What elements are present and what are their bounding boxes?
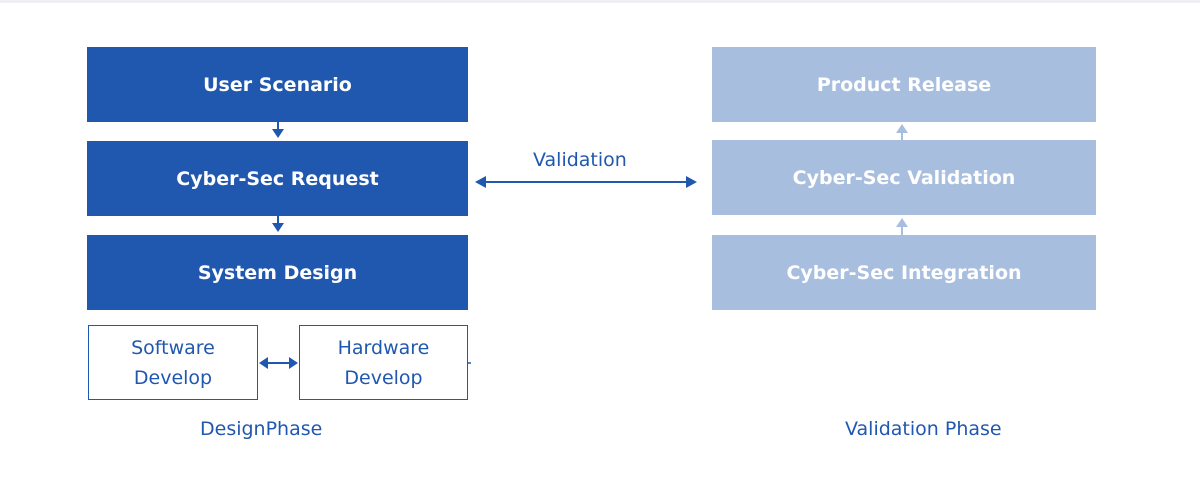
top-divider xyxy=(0,0,1200,3)
user-scenario-box: User Scenario xyxy=(87,47,468,122)
software-develop-box: Software Develop xyxy=(88,325,258,400)
cyber-sec-validation-box: Cyber-Sec Validation xyxy=(712,140,1096,215)
double-arrow-icon xyxy=(259,357,298,369)
product-release-box: Product Release xyxy=(712,47,1096,122)
validation-link-label: Validation xyxy=(533,149,627,171)
arrow-down-icon xyxy=(272,122,284,138)
design-phase-caption: DesignPhase xyxy=(200,418,323,440)
cyber-sec-integration-box: Cyber-Sec Integration xyxy=(712,235,1096,310)
arrow-up-icon xyxy=(896,124,908,140)
hardware-develop-line-1: Hardware xyxy=(337,336,430,359)
validation-phase-caption: Validation Phase xyxy=(845,418,1002,440)
hardware-develop-line-2: Develop xyxy=(344,366,423,389)
validation-double-arrow-icon xyxy=(475,176,697,188)
cyber-sec-request-box: Cyber-Sec Request xyxy=(87,141,468,216)
arrow-up-icon xyxy=(896,218,908,235)
hardware-develop-box: Hardware Develop xyxy=(299,325,468,400)
system-design-box: System Design xyxy=(87,235,468,310)
software-develop-line-1: Software xyxy=(131,336,215,359)
arrow-down-icon xyxy=(272,216,284,232)
software-develop-line-2: Develop xyxy=(133,366,213,389)
